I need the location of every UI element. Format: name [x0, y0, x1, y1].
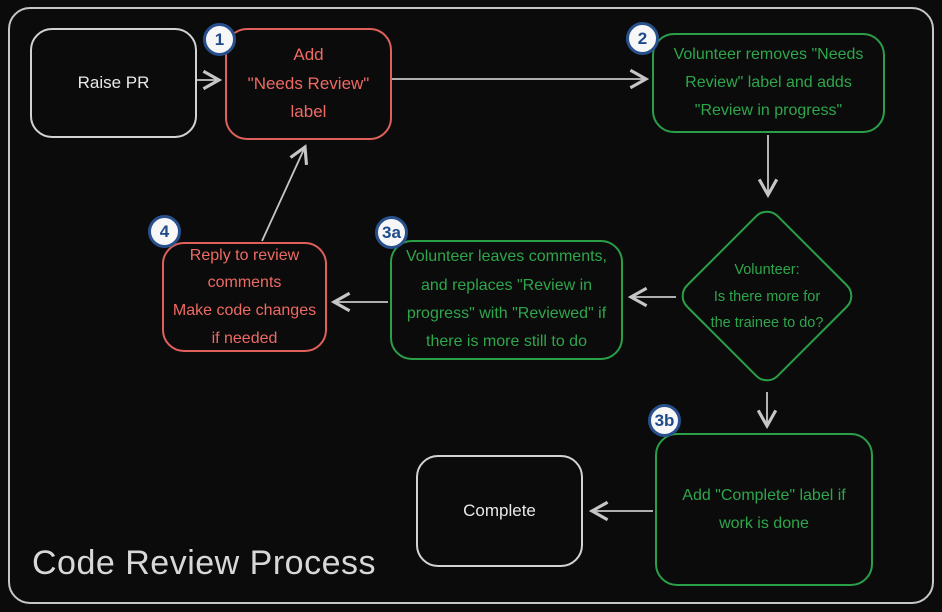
node-add-needs-review-label: Add "Needs Review" label	[225, 28, 392, 140]
step-badge-2: 2	[626, 22, 659, 55]
node-reply-to-review-comments: Reply to review comments Make code chang…	[162, 242, 327, 352]
step-badge-3a: 3a	[375, 216, 408, 249]
step-badge-3b: 3b	[648, 404, 681, 437]
node-complete: Complete	[416, 455, 583, 567]
step-badge-1: 1	[203, 23, 236, 56]
node-add-complete-label: Add "Complete" label if work is done	[655, 433, 873, 586]
node-volunteer-leaves-comments: Volunteer leaves comments, and replaces …	[390, 240, 623, 360]
node-raise-pr: Raise PR	[30, 28, 197, 138]
step-badge-4: 4	[148, 215, 181, 248]
arrow-step4-to-step1	[261, 144, 309, 242]
diagram-title: Code Review Process	[32, 544, 376, 582]
decision-diamond-label: Volunteer: Is there more for the trainee…	[710, 262, 824, 332]
node-volunteer-removes-label: Volunteer removes "Needs Review" label a…	[652, 33, 885, 133]
